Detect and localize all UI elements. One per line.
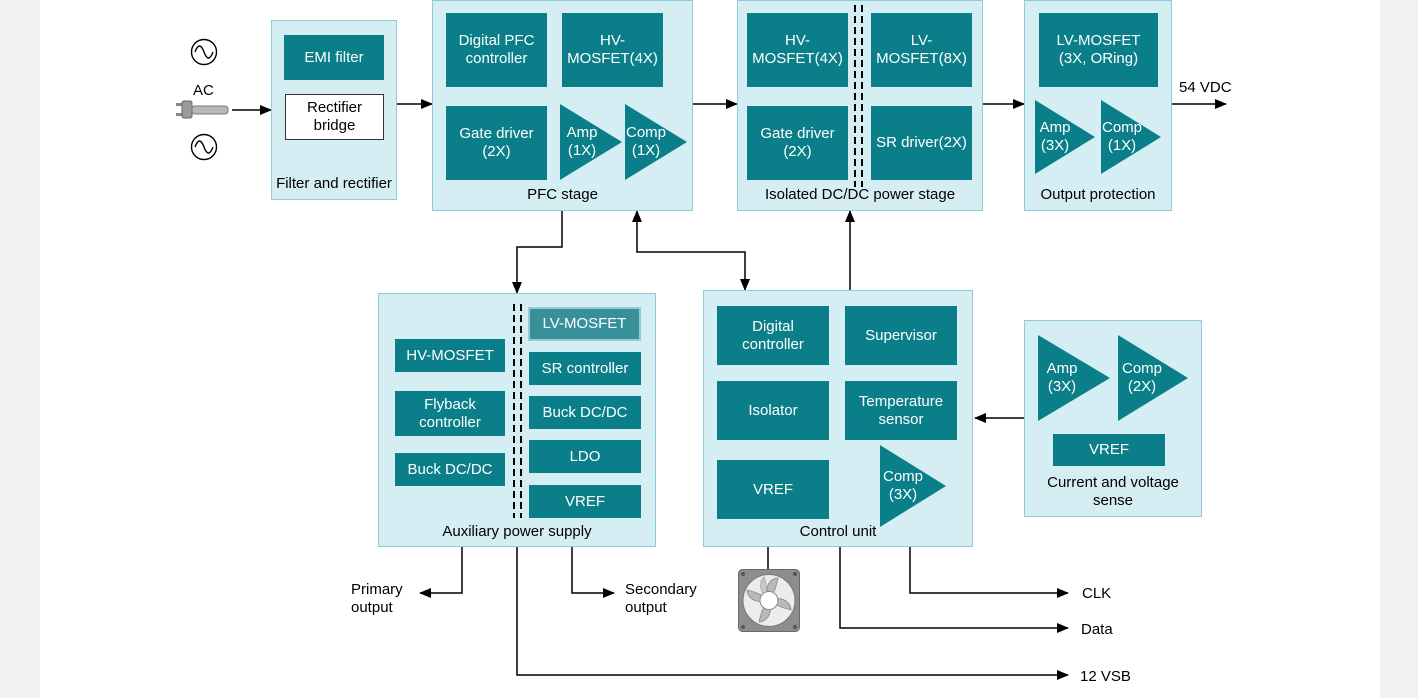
digital-controller-block: Digital controller [717,306,829,365]
dcdc-lv-mosfet-block: LV- MOSFET(8X) [871,13,972,87]
control-unit-caption: Control unit [799,523,877,540]
power-plug-icon [176,100,229,119]
output-amp-triangle: Amp (3X) [1035,100,1095,174]
sr-controller-block: SR controller [529,352,641,385]
pfc-amp-triangle: Amp (1X) [560,104,622,180]
dcdc-isolation-barrier [854,5,863,187]
sine-wave-icon [190,38,218,66]
clk-output-label: CLK [1082,585,1112,602]
primary-output-arrow [419,547,463,598]
vsb-output-arrow [516,547,1069,680]
output-comp-triangle: Comp (1X) [1101,100,1161,174]
pfc-gate-driver-block: Gate driver (2X) [446,106,547,180]
filter-rectifier-caption: Filter and rectifier [276,175,392,192]
clk-output-arrow [909,547,1069,598]
sense-vref-block: VREF [1053,434,1165,466]
supervisor-block: Supervisor [845,306,957,365]
data-output-arrow [839,547,1069,633]
output-amp-label: Amp (3X) [1039,119,1071,154]
aux-supply-caption: Auxiliary power supply [442,523,592,540]
secondary-output-arrow [571,547,615,598]
isolated-dcdc-caption: Isolated DC/DC power stage [764,186,956,203]
temperature-sensor-block: Temperature sensor [845,381,957,440]
ac-label: AC [193,82,214,99]
cooling-fan-icon [738,569,800,632]
flyback-controller-block: Flyback controller [395,391,505,436]
aux-vref-block: VREF [529,485,641,518]
aux-lv-mosfet-block: LV-MOSFET [528,307,641,341]
sense-comp-label: Comp (2X) [1121,360,1162,395]
primary-output-label: Primary output [351,581,403,616]
control-comp-label: Comp (3X) [882,468,923,503]
dcdc-hv-mosfet-block: HV- MOSFET(4X) [747,13,848,87]
pfc-to-aux-arrow [512,210,563,294]
secondary-output-label: Secondary output [625,581,697,616]
isolator-block: Isolator [717,381,829,440]
output-lv-mosfet-block: LV-MOSFET (3X, ORing) [1039,13,1158,87]
aux-hv-mosfet-block: HV-MOSFET [395,339,505,372]
emi-filter-block: EMI filter [284,35,384,80]
ldo-block: LDO [529,440,641,473]
pfc-amp-label: Amp (1X) [566,124,598,159]
dcdc-gate-driver-block: Gate driver (2X) [747,106,848,180]
output-comp-label: Comp (1X) [1101,119,1142,154]
pfc-hv-mosfet-block: HV- MOSFET(4X) [562,13,663,87]
sense-caption: Current and voltage sense [1047,474,1179,509]
pfc-control-link [632,210,750,291]
rectifier-bridge-block: Rectifier bridge [285,94,384,140]
control-vref-block: VREF [717,460,829,519]
sense-amp-label: Amp (3X) [1046,360,1078,395]
data-output-label: Data [1081,621,1113,638]
vsb-output-label: 12 VSB [1080,668,1131,685]
sense-comp-triangle: Comp (2X) [1118,335,1188,421]
control-comp-triangle: Comp (3X) [880,445,946,527]
aux-isolation-barrier [513,304,522,518]
pfc-comp-triangle: Comp (1X) [625,104,687,180]
aux-buck-primary-block: Buck DC/DC [395,453,505,486]
pfc-comp-label: Comp (1X) [625,124,666,159]
output-protection-caption: Output protection [1040,186,1156,203]
output-54vdc-label: 54 VDC [1179,79,1232,96]
aux-buck-secondary-block: Buck DC/DC [529,396,641,429]
sense-amp-triangle: Amp (3X) [1038,335,1110,421]
digital-pfc-controller-block: Digital PFC controller [446,13,547,87]
sine-wave-icon [190,133,218,161]
sr-driver-block: SR driver(2X) [871,106,972,180]
pfc-stage-caption: PFC stage [527,186,598,203]
